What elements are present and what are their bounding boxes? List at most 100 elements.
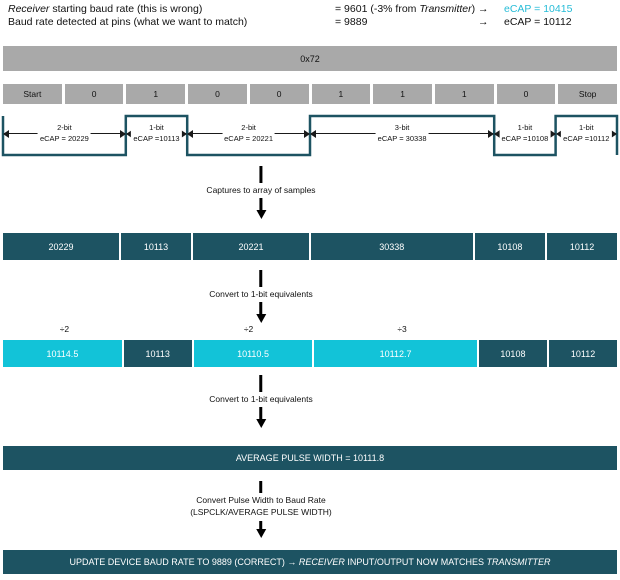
arrow-shaft [259, 302, 263, 314]
pulse-ecap-label: eCAP =10108 [501, 134, 549, 143]
right-arrow-icon: → [478, 16, 489, 28]
header-row-receiver: Receiver starting baud rate (this is wro… [0, 3, 620, 16]
bar-segment: 10113 [121, 233, 191, 260]
pulse-width-label: 3-bit [394, 123, 410, 132]
bit-cell: 0 [64, 84, 124, 104]
bar-segment: 10108 [478, 340, 548, 367]
receiver-ecap-value: eCAP = 10415 [504, 3, 573, 15]
baud-convert-label-line1: Convert Pulse Width to Baud Rate [196, 495, 326, 505]
pulse-width-label: 1-bit [578, 123, 594, 132]
arrow-shaft [259, 198, 263, 210]
measure-arrow-right-icon [303, 129, 310, 138]
average-pulse-width-label: AVERAGE PULSE WIDTH = 10111.8 [235, 453, 385, 463]
pulse-measure-label: 1-bit eCAP =10113 [131, 122, 182, 144]
flow-arrow-capture: Captures to array of samples [206, 166, 316, 219]
pulse-ecap-label: eCAP = 20229 [39, 134, 89, 143]
pulse-measure: 1-bit eCAP =10108 [494, 121, 556, 147]
pulse-measurements: 2-bit eCAP = 20229 1-bit eCAP =10113 2-bit eC… [0, 121, 620, 147]
measure-arrow-left-icon [310, 129, 316, 138]
bit-cell: 0 [188, 84, 247, 104]
pulse-ecap-label: eCAP =10113 [133, 134, 180, 143]
measure-arrow-left-icon [555, 129, 562, 138]
bit-cell: 0 [249, 84, 309, 104]
arrow-shaft [259, 375, 263, 392]
pulse-width-label: 2-bit [57, 123, 72, 132]
measure-arrow-left-icon [494, 129, 501, 138]
receiver-baud-value: = 9601 (-3% from Transmitter) [335, 3, 476, 15]
bit-cell: Start [3, 84, 62, 104]
measure-arrow-right-icon [549, 129, 556, 138]
pulse-measure-label: 2-bit eCAP = 20229 [37, 122, 91, 144]
arrow-shaft [259, 481, 263, 493]
bar-segment: 10112 [549, 340, 618, 367]
bar-segment: 30338 [311, 233, 473, 260]
arrow-shaft [259, 407, 263, 419]
divide-label: ÷2 [243, 324, 254, 334]
arrow-shaft [259, 166, 263, 183]
baud-convert-label-line2: (LSPCLK/AVERAGE PULSE WIDTH) [190, 507, 332, 517]
bar-segment: 10110.5 [193, 340, 313, 367]
pulse-ecap-label: eCAP = 20221 [224, 134, 274, 143]
pulse-measure: 1-bit eCAP =10112 [555, 121, 617, 147]
down-arrowhead-icon [255, 314, 266, 323]
average-pulse-width-bar: AVERAGE PULSE WIDTH = 10111.8 [3, 446, 617, 470]
detected-baud-label: Baud rate detected at pins (what we want… [8, 16, 248, 28]
arrow-shaft [259, 521, 263, 529]
pulse-width-label: 2-bit [241, 123, 256, 132]
pulse-measure-label: 2-bit eCAP = 20221 [222, 122, 276, 144]
measure-arrow-right-icon [488, 129, 495, 138]
pulse-measure: 3-bit eCAP = 30338 [310, 121, 495, 147]
measure-arrow-left-icon [187, 129, 194, 138]
bit-cell: 1 [373, 84, 432, 104]
measure-arrow-left-icon [3, 129, 9, 138]
final-result-label: UPDATE DEVICE BAUD RATE TO 9889 (CORRECT… [69, 557, 551, 567]
bar-segment: 10112 [547, 233, 617, 260]
receiver-baud-label: Receiver starting baud rate (this is wro… [8, 3, 203, 15]
pulse-ecap-label: eCAP =10112 [563, 134, 610, 143]
final-result-bar: UPDATE DEVICE BAUD RATE TO 9889 (CORRECT… [3, 550, 617, 574]
divide-label: ÷3 [397, 324, 407, 334]
measure-arrow-right-icon [119, 129, 126, 138]
bit-cell: 0 [496, 84, 556, 104]
measure-arrow-right-icon [181, 129, 188, 138]
pulse-measure-label: 3-bit eCAP = 30338 [375, 122, 429, 144]
bar-segment: 10112.7 [314, 340, 477, 367]
flow-arrow-baud-rate: Convert Pulse Width to Baud Rate (LSPCLK… [190, 481, 332, 538]
arrow-shaft [259, 270, 263, 287]
right-arrow-icon: → [478, 3, 489, 15]
pulse-measure-label: 1-bit eCAP =10108 [499, 122, 551, 144]
convert-step-label: Convert to 1-bit equivalents [209, 394, 313, 404]
pulse-measure: 2-bit eCAP = 20221 [187, 121, 310, 147]
pulse-width-label: 1-bit [149, 123, 164, 132]
flow-arrow-convert-2: Convert to 1-bit equivalents [209, 375, 313, 428]
header-row-detected: Baud rate detected at pins (what we want… [0, 16, 620, 29]
bit-cell: 1 [434, 84, 494, 104]
detected-baud-value: = 9889 [335, 16, 368, 28]
convert-step-label: Convert to 1-bit equivalents [209, 289, 313, 299]
measure-arrow-left-icon [125, 129, 132, 138]
pulse-width-label: 1-bit [517, 123, 533, 132]
detected-ecap-value: eCAP = 10112 [504, 16, 572, 28]
bar-segment: 20221 [192, 233, 309, 260]
bar-segment: 20229 [3, 233, 120, 260]
byte-value-label: 0x72 [300, 53, 320, 64]
capture-step-label: Captures to array of samples [206, 185, 316, 195]
bar-segment: 10108 [474, 233, 546, 260]
pulse-measure: 2-bit eCAP = 20229 [3, 121, 126, 147]
pulse-ecap-label: eCAP = 30338 [377, 134, 427, 143]
measure-arrow-right-icon [610, 129, 617, 138]
bar-segment: 10113 [123, 340, 192, 367]
bit-cell: 1 [311, 84, 371, 104]
bit-cell: 1 [126, 84, 186, 104]
pulse-measure-label: 1-bit eCAP =10112 [561, 122, 612, 144]
down-arrowhead-icon [255, 210, 266, 219]
pulse-measure: 1-bit eCAP =10113 [125, 121, 188, 147]
byte-value-bar: 0x72 [3, 46, 617, 71]
flow-arrow-convert-1: Convert to 1-bit equivalents [209, 270, 313, 323]
down-arrowhead-icon [255, 419, 266, 428]
divide-label: ÷2 [59, 324, 70, 334]
bit-cell: Stop [558, 84, 618, 104]
